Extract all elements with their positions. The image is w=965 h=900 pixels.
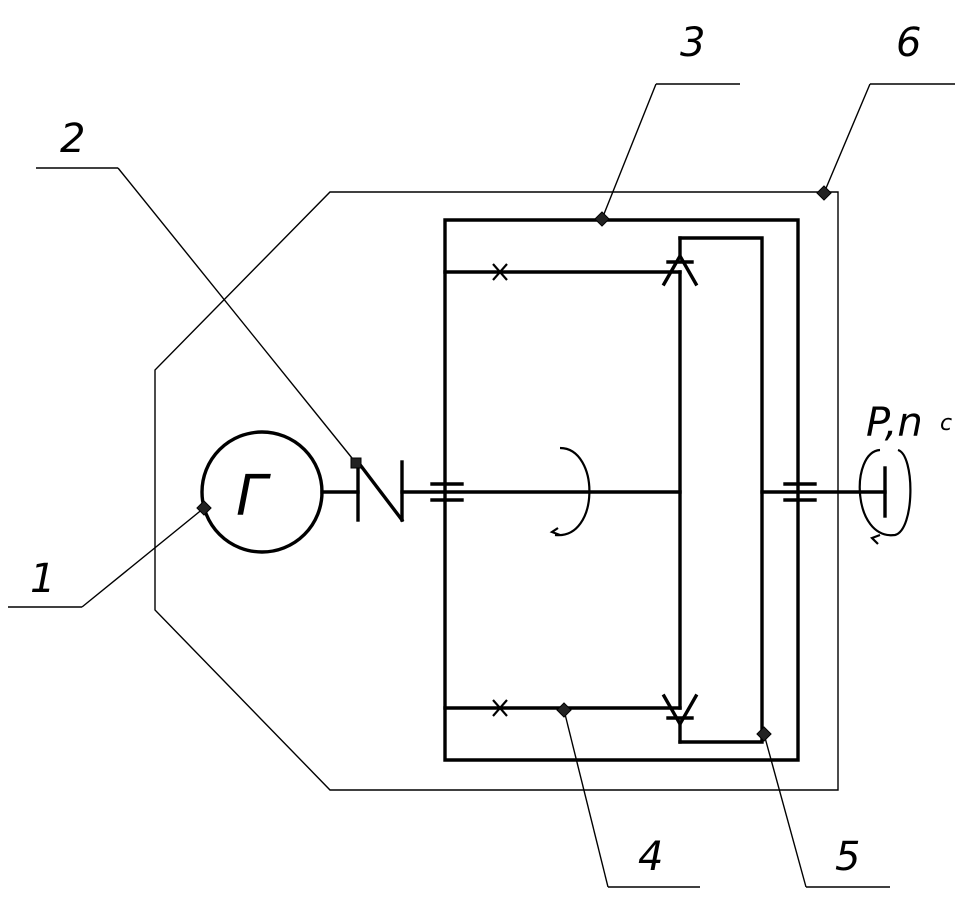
- coupling-diagonal: [355, 459, 405, 523]
- callout-5: 5: [835, 834, 860, 880]
- marker-6: [816, 185, 832, 201]
- marker-5: [756, 726, 772, 742]
- leader-3: [601, 83, 657, 220]
- leader-4: [563, 709, 609, 888]
- rotation-arrow-output: [858, 448, 912, 537]
- output-subscript: с: [940, 411, 952, 436]
- marker-2: [350, 457, 362, 469]
- carrier-ring: [678, 236, 764, 744]
- callout-4: 4: [638, 834, 663, 880]
- rotation-arrowhead-output: [870, 533, 881, 545]
- gearbox-frame: [443, 218, 800, 762]
- marker-4: [556, 702, 572, 718]
- housing-outline: [154, 191, 839, 791]
- output-label: P,n: [866, 400, 923, 446]
- lower-cross-b: [492, 699, 508, 717]
- generator-symbol: Г: [236, 464, 271, 529]
- leader-2: [117, 167, 357, 464]
- callout-1: 1: [30, 556, 55, 602]
- rotation-arrow-input: [554, 446, 591, 537]
- leader-6: [823, 83, 871, 194]
- upper-cross-b: [492, 263, 508, 281]
- callout-2: 2: [60, 116, 85, 162]
- leader-5: [763, 733, 807, 888]
- callout-6: 6: [896, 20, 921, 66]
- rotation-arrowhead-input: [549, 527, 561, 537]
- callout-3: 3: [680, 20, 705, 66]
- marker-3: [594, 211, 610, 227]
- leader-1: [81, 507, 205, 608]
- marker-1: [196, 500, 212, 516]
